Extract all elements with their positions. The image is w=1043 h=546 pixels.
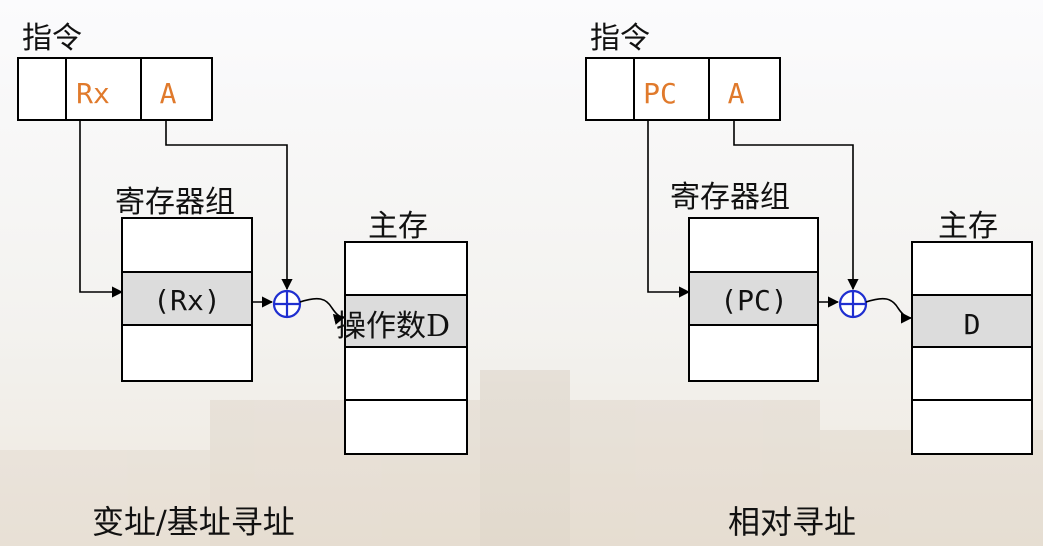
left-register-group: (Rx) [121, 217, 253, 382]
right-register-value: (PC) [720, 284, 787, 317]
right-address-line [733, 120, 859, 291]
left-register-group-label: 寄存器组 [115, 185, 235, 220]
left-diagram: 指令 Rx A 寄存器组 (Rx) 主存 操作数D [17, 21, 468, 541]
left-address-line [165, 120, 293, 291]
right-caption: 相对寻址 [728, 503, 856, 541]
left-field-register: Rx [76, 77, 110, 110]
left-memory-operand-cell [344, 294, 468, 348]
right-instruction-label: 指令 [590, 21, 650, 56]
left-instruction-box: Rx A [17, 57, 213, 121]
right-register-pointer-line [647, 120, 691, 298]
left-operand-label: 操作数D [336, 309, 450, 344]
right-instruction-box: PC A [585, 57, 781, 121]
right-register-cell [688, 271, 819, 326]
right-field-address: A [728, 77, 745, 110]
right-main-memory: D [911, 241, 1033, 455]
left-register-cell [121, 271, 253, 326]
right-register-group-label: 寄存器组 [670, 180, 790, 215]
left-adder-icon [272, 289, 302, 319]
right-memory-label: 主存 [938, 209, 998, 244]
right-memory-operand-cell [911, 294, 1033, 348]
left-instruction-label: 指令 [22, 21, 82, 56]
left-field-address: A [160, 77, 177, 110]
right-operand-label: D [964, 308, 981, 341]
right-field-register: PC [643, 77, 677, 110]
left-main-memory: 操作数D [336, 241, 468, 455]
right-diagram: 指令 PC A 寄存器组 (PC) 主存 D [585, 21, 1033, 541]
right-adder-to-memory-line [865, 297, 913, 324]
left-register-value: (Rx) [153, 284, 220, 317]
left-caption: 变址/基址寻址 [92, 503, 295, 541]
left-register-pointer-line [79, 120, 124, 298]
left-memory-label: 主存 [368, 209, 428, 244]
left-adder-to-memory-line [299, 297, 346, 325]
right-adder-icon [838, 289, 868, 319]
right-register-group: (PC) [688, 217, 819, 382]
